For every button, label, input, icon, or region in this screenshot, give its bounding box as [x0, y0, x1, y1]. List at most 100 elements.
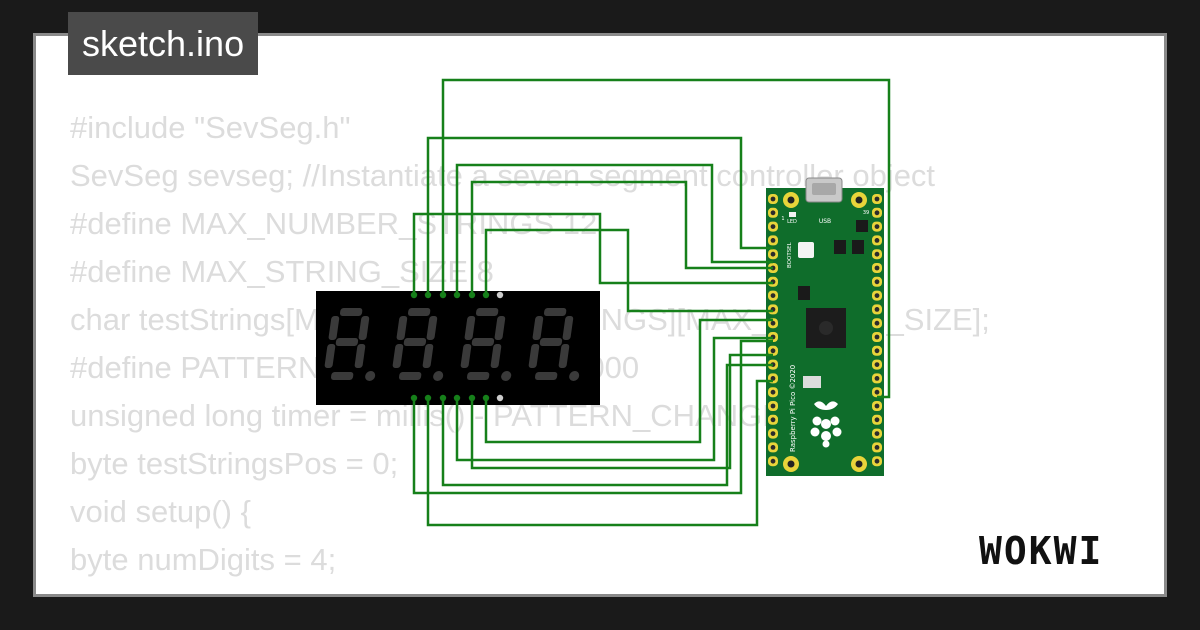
pico-pin-left-hole [770, 251, 776, 257]
wires [412, 78, 891, 527]
pico-pin-right-hole [874, 279, 880, 285]
segment [539, 338, 563, 346]
pico-pin-right-hole [874, 376, 880, 381]
usb-label: USB [819, 218, 831, 225]
pico-pin-left-hole [770, 224, 776, 230]
decimal-point [501, 371, 512, 381]
display-digits [324, 291, 580, 402]
digit-2 [392, 308, 444, 381]
pin1-label: 1 [781, 216, 784, 222]
wokwi-logo-text: WOKWI [979, 529, 1103, 573]
led-label: LED [787, 219, 797, 225]
pico-pin-right-hole [874, 251, 880, 257]
pico-pin-left-hole [770, 431, 776, 436]
segment [339, 308, 363, 316]
raspberry-pi-pico[interactable]: USB 1 39 LED BOOTSEL Raspberry Pi Pico ©… [766, 177, 884, 476]
pin39-label: 39 [863, 210, 869, 216]
code-line: byte digitPins[] = {2, 3, 4, 5}; [70, 584, 990, 594]
segment [494, 316, 506, 340]
pico-pin-left-hole [770, 320, 776, 326]
file-tab[interactable]: sketch.ino [68, 12, 259, 75]
segment [396, 316, 408, 340]
pico-header-pins [768, 194, 882, 467]
pico-pin-left-hole [770, 458, 776, 464]
wire [441, 78, 891, 399]
pico-pin-right-hole [874, 431, 880, 436]
pico-pin-right-hole [874, 320, 880, 326]
segment [475, 308, 499, 316]
segment [392, 344, 404, 368]
pico-pin-right-hole [874, 334, 880, 340]
display-pin-bottom[interactable] [496, 394, 504, 402]
digit-3 [460, 308, 512, 381]
pico-pin-right-hole [874, 403, 880, 409]
segment [422, 344, 434, 368]
decimal-point [569, 371, 580, 381]
segment [358, 316, 370, 340]
wire [470, 180, 773, 295]
wire [470, 353, 773, 470]
flash-chip [803, 376, 821, 388]
wire [455, 163, 773, 295]
pico-pin-left-hole [770, 376, 776, 381]
wire [412, 339, 773, 495]
segment [354, 344, 366, 368]
code-line: SevSeg sevseg; //Instantiate a seven seg… [70, 158, 936, 193]
segment [466, 372, 490, 380]
chip-small-4 [798, 286, 810, 300]
pico-pin-left-hole [770, 238, 776, 243]
segment [324, 344, 336, 368]
chip-small-1 [834, 240, 846, 254]
pico-pin-left-hole [770, 403, 776, 409]
segment [490, 344, 502, 368]
bootsel-button[interactable] [798, 242, 814, 258]
segment [330, 372, 354, 380]
wire [412, 212, 773, 295]
pico-pin-right-hole [874, 445, 880, 450]
code-line: #include "SevSeg.h" [70, 110, 351, 145]
segment [471, 338, 495, 346]
pico-pin-left-hole [770, 293, 776, 298]
pico-pin-left-hole [770, 196, 776, 202]
segment [532, 316, 544, 340]
wire [484, 318, 773, 444]
pico-pin-left-hole [770, 417, 776, 423]
digit-4 [528, 308, 580, 381]
pico-pin-right-hole [874, 224, 880, 230]
pico-pin-right-hole [874, 348, 880, 354]
mount-hole-top-left-center [787, 196, 795, 204]
segment [328, 316, 340, 340]
raspberry-pi-logo-icon [810, 401, 842, 448]
rp2040-chip-mark [819, 321, 833, 335]
segment [543, 308, 567, 316]
pico-pin-right-hole [874, 210, 880, 216]
code-line: #define MAX_STRING_SIZE 8 [70, 254, 494, 289]
mount-hole-bottom-left-center [787, 460, 795, 468]
code-line: byte testStringsPos = 0; [70, 446, 399, 481]
wire [455, 336, 773, 462]
usb-connector-inner [812, 183, 836, 195]
pico-pin-right-hole [874, 238, 880, 243]
wire [426, 136, 773, 295]
segment [464, 316, 476, 340]
board-silkscreen: Raspberry Pi Pico ©2020 [789, 365, 797, 452]
pico-pin-right-hole [874, 196, 880, 202]
pico-pin-right-hole [874, 293, 880, 298]
wire [441, 363, 773, 487]
segment [335, 338, 359, 346]
pico-pin-right-hole [874, 265, 880, 271]
bootsel-label: BOOTSEL [787, 241, 793, 268]
segment [398, 372, 422, 380]
code-line: void setup() { [70, 494, 251, 529]
segment [426, 316, 438, 340]
segment [403, 338, 427, 346]
code-line: byte numDigits = 4; [70, 542, 337, 577]
display-pin-top[interactable] [496, 291, 504, 299]
decimal-point [433, 371, 444, 381]
pico-pin-left-hole [770, 389, 776, 395]
segment [562, 316, 574, 340]
segment [407, 308, 431, 316]
digit-1 [324, 308, 376, 381]
pico-pin-right-hole [874, 307, 880, 312]
